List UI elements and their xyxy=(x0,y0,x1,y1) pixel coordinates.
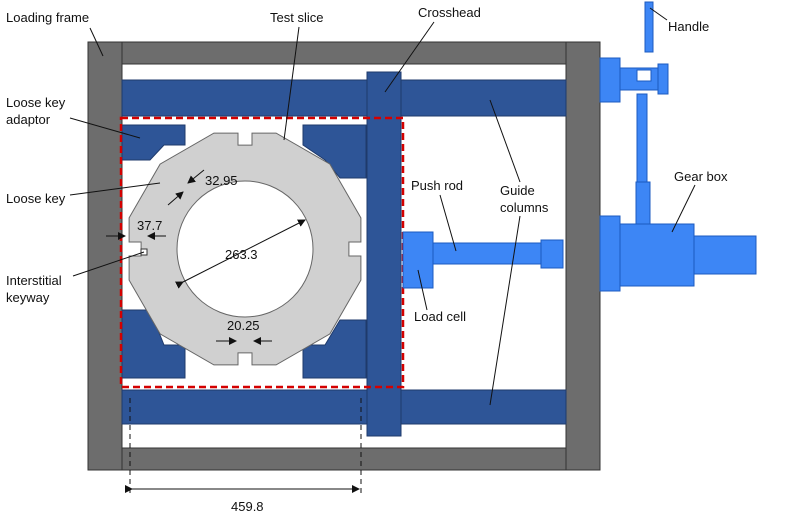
label-interstitial-keyway-line2: keyway xyxy=(6,290,50,305)
label-guide-columns-line2: columns xyxy=(500,200,549,215)
label-test-slice: Test slice xyxy=(270,10,323,25)
label-loose-key-adaptor-line1: Loose key xyxy=(6,95,66,110)
label-loading-frame: Loading frame xyxy=(6,10,89,25)
handle-mechanism xyxy=(599,1,669,225)
label-guide-columns-line1: Guide xyxy=(500,183,535,198)
leader-push-rod xyxy=(439,194,457,252)
leader-crosshead xyxy=(384,21,435,93)
label-handle: Handle xyxy=(668,19,709,34)
label-load-cell: Load cell xyxy=(414,309,466,324)
push-rod-end xyxy=(540,239,564,269)
leader-gear-box xyxy=(671,184,696,233)
load-cell xyxy=(402,231,434,289)
leader-handle xyxy=(649,7,668,21)
leader-loose-key-adaptor xyxy=(69,117,141,139)
leader-interstitial-keyway xyxy=(72,251,145,277)
crosshead xyxy=(366,71,402,437)
dim-bore-diameter: 263.3 xyxy=(225,247,258,262)
leader-load-cell xyxy=(417,269,428,311)
label-push-rod: Push rod xyxy=(411,178,463,193)
label-loose-key-adaptor-line2: adaptor xyxy=(6,112,51,127)
label-interstitial-keyway-line1: Interstitial xyxy=(6,273,62,288)
guide-column-bottom xyxy=(121,389,567,425)
leader-loose-key xyxy=(69,182,161,196)
loading-frame xyxy=(87,41,601,471)
leader-test-slice xyxy=(283,26,300,141)
leader-loading-frame xyxy=(89,27,104,57)
dim-key-gap-arrow-2 xyxy=(167,191,184,206)
label-crosshead: Crosshead xyxy=(418,5,481,20)
dim-keyway-width: 37.7 xyxy=(137,218,162,233)
loose-key-adaptor-top-right xyxy=(302,124,367,179)
dim-bore-line xyxy=(174,219,306,289)
leader-guide-columns-top xyxy=(489,99,521,183)
label-loose-key: Loose key xyxy=(6,191,66,206)
dim-overall-width: 459.8 xyxy=(231,499,264,514)
gear-box xyxy=(599,215,757,292)
dim-slot-width: 20.25 xyxy=(227,318,260,333)
dim-key-gap: 32.95 xyxy=(205,173,238,188)
label-gear-box: Gear box xyxy=(674,169,728,184)
dim-key-gap-arrow-1 xyxy=(187,169,205,184)
push-rod xyxy=(432,242,542,265)
guide-column-top xyxy=(121,79,567,117)
loose-key-adaptor-bottom-right xyxy=(302,319,367,379)
leader-guide-columns-bottom xyxy=(489,215,521,406)
